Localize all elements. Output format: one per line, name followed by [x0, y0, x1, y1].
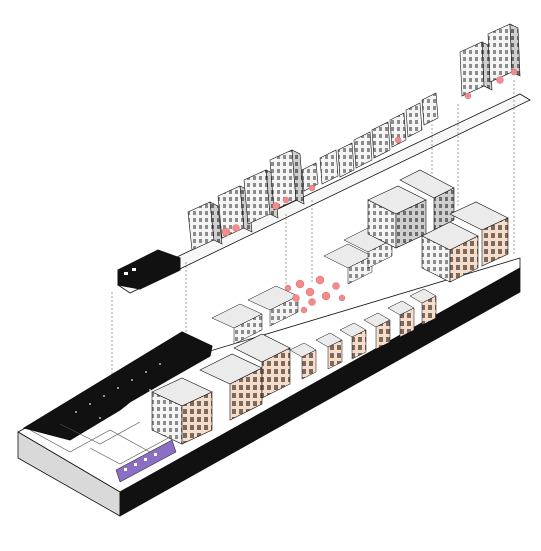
purple-strip-windows	[124, 453, 157, 471]
courtyard-trees	[284, 275, 346, 314]
upper-towers-right	[459, 23, 521, 97]
interior-gable-rows	[211, 227, 393, 345]
upper-black-building	[117, 249, 181, 290]
front-apartment-row	[151, 288, 437, 445]
upper-rowhouses-middle	[301, 92, 439, 192]
lower-block-axonometric	[17, 169, 521, 517]
black-volume-dots	[75, 363, 161, 419]
black-volume-lines	[29, 421, 173, 465]
black-ground-volume	[22, 331, 213, 441]
upper-street-elevation	[117, 23, 531, 294]
upper-trees	[221, 68, 518, 237]
rear-tall-blocks	[367, 169, 509, 283]
